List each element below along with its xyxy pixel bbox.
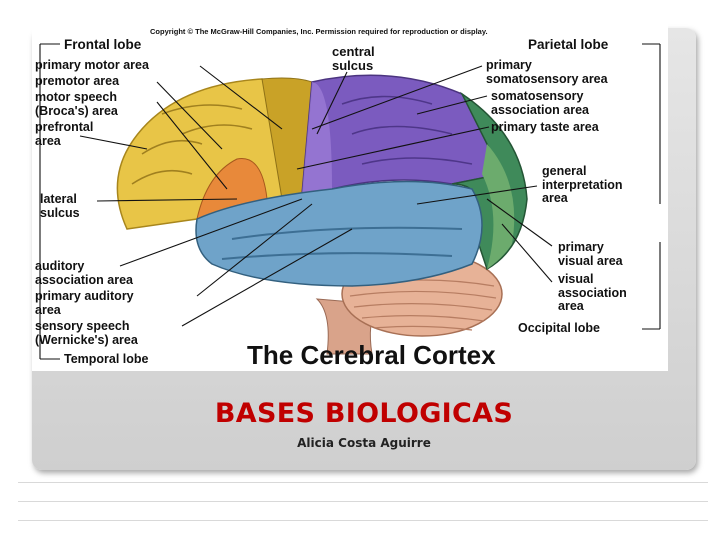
label-frontal-lobe: Frontal lobe	[64, 37, 142, 52]
brain-illustration	[39, 43, 661, 360]
label-prefrontal-area: prefrontal area	[35, 120, 94, 148]
label-occipital-lobe: Occipital lobe	[518, 321, 600, 335]
label-auditory-association-area: auditory association area	[35, 259, 133, 287]
label-primary-auditory-area: primary auditory area	[35, 289, 134, 317]
label-visual-association-area: visual association area	[558, 272, 627, 313]
label-parietal-lobe: Parietal lobe	[528, 37, 609, 52]
ruled-line	[18, 501, 708, 502]
label-motor-speech-broca: motor speech (Broca's) area	[35, 90, 118, 118]
label-primary-visual-area: primary visual area	[558, 240, 623, 268]
figure-title: The Cerebral Cortex	[247, 340, 496, 370]
label-somatosensory-association-area: somatosensory association area	[491, 89, 589, 117]
label-temporal-lobe: Temporal lobe	[64, 352, 149, 366]
ruled-line	[18, 482, 708, 483]
label-primary-motor-area: primary motor area	[35, 58, 149, 72]
slide-title: BASES BIOLOGICAS	[214, 398, 514, 429]
label-sensory-speech-wernicke: sensory speech (Wernicke's) area	[35, 319, 138, 347]
label-central-sulcus: central sulcus	[332, 44, 375, 73]
label-primary-taste-area: primary taste area	[491, 120, 599, 134]
cerebral-cortex-figure: Copyright © The McGraw-Hill Companies, I…	[32, 24, 668, 371]
label-general-interpretation-area: general interpretation area	[542, 164, 623, 205]
label-primary-somatosensory-area: primary somatosensory area	[486, 58, 608, 86]
label-premotor-area: premotor area	[35, 74, 120, 88]
ruled-line	[18, 520, 708, 521]
slide-subtitle: Alicia Costa Aguirre	[297, 436, 431, 450]
label-lateral-sulcus: lateral sulcus	[40, 192, 80, 220]
copyright-notice: Copyright © The McGraw-Hill Companies, I…	[150, 27, 488, 36]
